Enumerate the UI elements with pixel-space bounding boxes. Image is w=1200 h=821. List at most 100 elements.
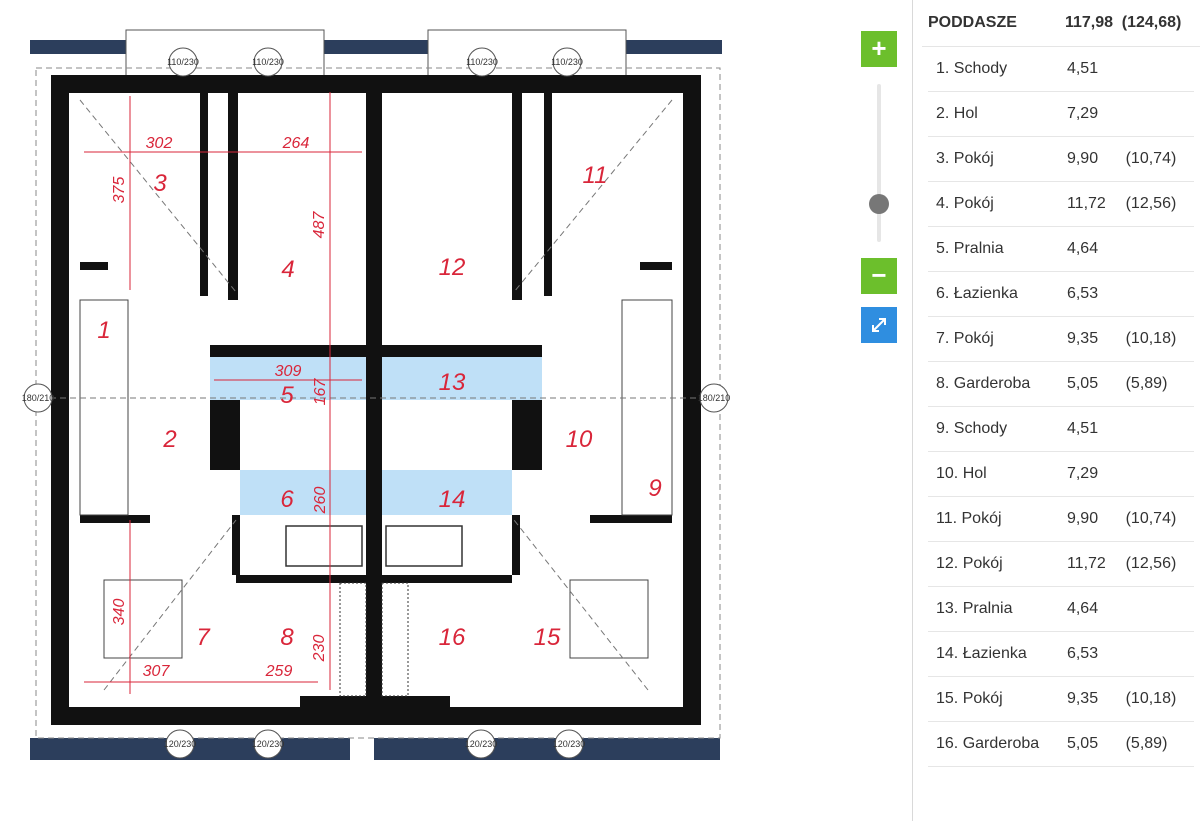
stairs-right bbox=[621, 299, 673, 516]
room-area: 4,64 bbox=[1066, 600, 1099, 617]
room-area: 5,05 bbox=[1066, 735, 1099, 752]
room-name: 3. Pokój bbox=[936, 150, 994, 167]
zoom-slider-handle[interactable] bbox=[869, 194, 889, 214]
room-area: 11,72 bbox=[1066, 555, 1106, 572]
dim-260: 260 bbox=[312, 487, 329, 515]
room-row[interactable]: 12. Pokój 11,72 (12,56) bbox=[928, 542, 1194, 587]
room-area: 9,35 bbox=[1066, 330, 1099, 347]
zoom-in-button[interactable]: + bbox=[861, 31, 897, 67]
panel-divider bbox=[912, 0, 913, 821]
room-area: 9,90 bbox=[1066, 510, 1099, 527]
roof-line-4 bbox=[513, 519, 649, 691]
room-number-1: 1 bbox=[97, 317, 110, 344]
fullscreen-button[interactable] bbox=[861, 307, 897, 343]
floor-name: PODDASZE bbox=[928, 14, 1017, 31]
room-name: 12. Pokój bbox=[936, 555, 1003, 572]
room-name: 9. Schody bbox=[936, 420, 1008, 437]
room-area: 7,29 bbox=[1066, 465, 1099, 482]
dim-167: 167 bbox=[312, 378, 329, 406]
roof-edge-top-right bbox=[626, 40, 722, 54]
dim-259: 259 bbox=[265, 663, 293, 680]
room-row[interactable]: 6. Łazienka 6,53 bbox=[928, 272, 1194, 317]
bed-room-7 bbox=[103, 579, 183, 659]
room-number-14: 14 bbox=[439, 486, 466, 513]
room-gross: (10,74) bbox=[1125, 150, 1177, 167]
dim-307: 307 bbox=[143, 663, 171, 680]
zoom-out-button[interactable]: − bbox=[861, 258, 897, 294]
dim-375: 375 bbox=[111, 177, 128, 204]
stairs-left bbox=[79, 299, 129, 516]
room-gross: (10,74) bbox=[1125, 510, 1177, 527]
bathtub-right bbox=[385, 525, 463, 567]
wall-r8 bbox=[640, 262, 672, 270]
room-row[interactable]: 11. Pokój 9,90 (10,74) bbox=[928, 497, 1194, 542]
room-name: 5. Pralnia bbox=[936, 240, 1004, 257]
room-number-16: 16 bbox=[439, 624, 466, 651]
wall-r2 bbox=[512, 88, 522, 300]
room-5-fill bbox=[210, 357, 366, 400]
wall-l4 bbox=[210, 400, 240, 470]
wall-r1 bbox=[544, 88, 552, 296]
wall-l5 bbox=[232, 515, 240, 575]
room-gross: (10,18) bbox=[1125, 690, 1177, 707]
wall-r5 bbox=[512, 515, 520, 575]
dim-340: 340 bbox=[111, 599, 128, 626]
bed-room-15 bbox=[569, 579, 649, 659]
room-number-4: 4 bbox=[281, 256, 294, 283]
room-gross: (5,89) bbox=[1125, 375, 1168, 392]
room-area: 6,53 bbox=[1066, 285, 1099, 302]
window-top-3: 110/230 bbox=[466, 57, 498, 67]
wall-l2 bbox=[228, 88, 238, 300]
room-number-12: 12 bbox=[439, 254, 466, 281]
room-number-6: 6 bbox=[280, 486, 294, 513]
dim-264: 264 bbox=[282, 135, 310, 152]
wall-bottom-l bbox=[300, 696, 366, 716]
roof-edge-bottom-right bbox=[374, 738, 720, 760]
room-name: 13. Pralnia bbox=[936, 600, 1013, 617]
room-number-5: 5 bbox=[280, 382, 294, 409]
expand-icon bbox=[872, 318, 886, 332]
dim-230: 230 bbox=[311, 635, 328, 663]
wardrobe-right bbox=[381, 582, 409, 697]
wall-r4 bbox=[512, 400, 542, 470]
room-gross: (5,89) bbox=[1125, 735, 1168, 752]
dim-302: 302 bbox=[146, 135, 173, 152]
wall-l1 bbox=[200, 88, 208, 296]
room-gross: (12,56) bbox=[1125, 555, 1177, 572]
room-name: 15. Pokój bbox=[936, 690, 1003, 707]
room-name: 2. Hol bbox=[936, 105, 978, 122]
wall-l6 bbox=[236, 575, 366, 583]
party-wall bbox=[366, 84, 382, 716]
room-name: 11. Pokój bbox=[936, 510, 1002, 527]
room-number-8: 8 bbox=[280, 624, 294, 651]
room-row[interactable]: 13. Pralnia 4,64 bbox=[928, 587, 1194, 632]
room-name: 1. Schody bbox=[936, 60, 1008, 77]
zoom-slider-track[interactable] bbox=[877, 84, 881, 242]
room-number-15: 15 bbox=[534, 624, 561, 651]
roof-edge-top-left bbox=[30, 40, 126, 54]
room-name: 6. Łazienka bbox=[936, 285, 1018, 302]
bathtub-left bbox=[285, 525, 363, 567]
window-top-2: 110/230 bbox=[252, 57, 284, 67]
room-area: 5,05 bbox=[1066, 375, 1099, 392]
window-bottom-2: 120/230 bbox=[252, 739, 285, 749]
wall-l8 bbox=[80, 262, 108, 270]
room-14-fill bbox=[382, 470, 512, 515]
floor-plan-viewer[interactable]: 1 2 3 4 5 6 7 8 9 10 11 12 13 14 15 16 3… bbox=[0, 0, 912, 821]
room-number-3: 3 bbox=[153, 170, 167, 197]
window-side-left: 180/210 bbox=[22, 393, 55, 403]
wall-r3 bbox=[382, 345, 542, 357]
